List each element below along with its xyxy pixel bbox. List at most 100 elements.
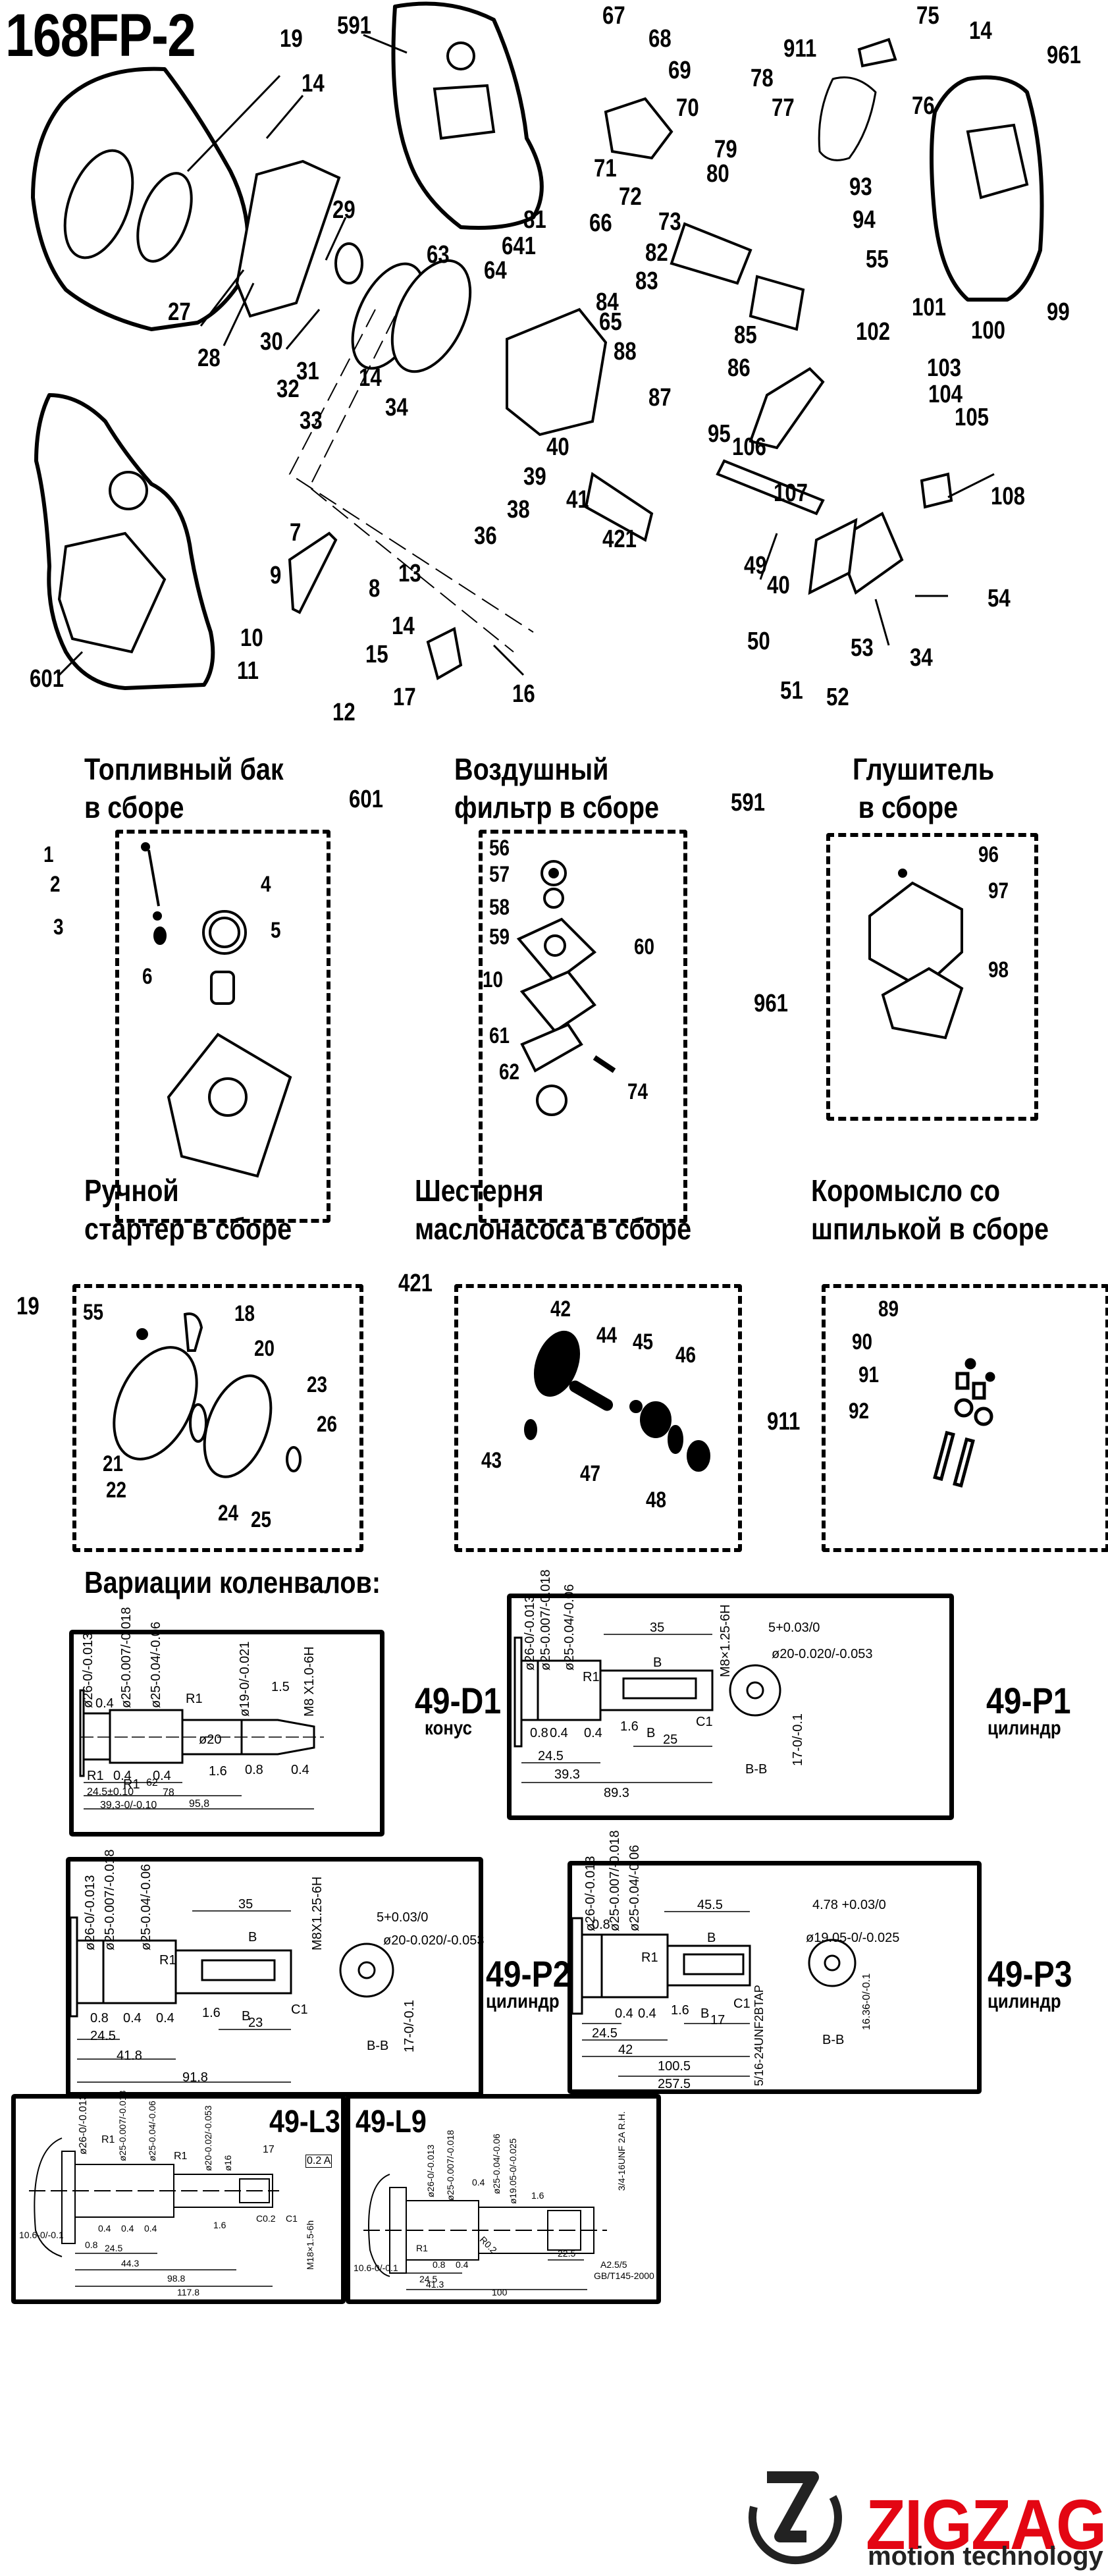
part-90: 90 <box>852 1329 873 1355</box>
dim-49-P2-7: R1 <box>159 1953 176 1968</box>
part-48: 48 <box>646 1488 667 1513</box>
dim-49-P3-1: ø25-0.007/-0.018 <box>608 1830 622 1931</box>
callout-641: 641 <box>502 232 536 260</box>
dim-49-D1-7: M8 X1.0-6H <box>302 1646 317 1717</box>
callout-84: 84 <box>596 288 619 316</box>
gasket-part <box>808 518 858 595</box>
callout-8: 8 <box>369 575 381 603</box>
dim-49-L9-0: 3/4-16UNF 2A R.H. <box>616 2111 627 2191</box>
dim-49-L3-8: 0.2 A <box>305 2155 332 2168</box>
assembly-box-starter: 55 18 20 23 26 21 22 24 25 <box>72 1284 363 1552</box>
dim-49-P3-4: 45.5 <box>697 1898 723 1912</box>
part-61: 61 <box>489 1023 510 1048</box>
callout-71: 71 <box>594 155 617 182</box>
variant-type-49-P1: цилиндр <box>988 1717 1061 1739</box>
dim-49-D1-2: ø25-0.007/-0.018 <box>119 1607 134 1708</box>
part-91: 91 <box>858 1362 880 1387</box>
dim-49-L3-5: ø20-0.02/-0.053 <box>203 2105 213 2171</box>
dim-49-D1-4: R1 <box>186 1692 203 1706</box>
callout-11: 11 <box>237 657 259 685</box>
variant-code-49-P3: 49-P3 <box>988 1953 1072 1995</box>
callout-66: 66 <box>589 209 612 237</box>
dim-49-P3-19: 42 <box>618 2043 633 2057</box>
variant-code-49-D1: 49-D1 <box>415 1680 502 1721</box>
part-22: 22 <box>106 1478 127 1503</box>
flywheel-nut-part <box>334 242 363 284</box>
dim-49-L9-6: 1.6 <box>531 2190 544 2201</box>
callout-13: 13 <box>398 560 421 587</box>
dim-49-P2-19: 41.8 <box>117 2049 142 2063</box>
dim-49-D1-12: 0.4 <box>153 1769 171 1783</box>
dim-49-P3-17: 24.5 <box>592 2026 618 2041</box>
oil-pump-gear-plate-part <box>584 471 654 543</box>
dim-49-L3-14: C0.2 <box>256 2213 276 2224</box>
dim-49-P1-2: ø25-0.04/-0.06 <box>562 1584 577 1671</box>
assembly-title-line2: в сборе <box>858 790 959 824</box>
assembly-title-line2: шпилькой в сборе <box>811 1211 1049 1246</box>
leader-591 <box>363 34 408 54</box>
dim-49-P1-19: 39.3 <box>554 1767 580 1782</box>
dim-49-P2-5: 5+0.03/0 <box>377 1910 429 1925</box>
crankshaft-box-49-D1: ø26-0/-0.013 ø25-0.007/-0.018 ø25-0.04/-… <box>69 1607 384 1837</box>
starter-assembly-art <box>113 1312 302 1478</box>
dim-49-P1-14: B <box>646 1726 656 1740</box>
part-3: 3 <box>53 915 64 940</box>
dim-49-P3-15: 16.36-0/-0.1 <box>861 1973 872 2030</box>
assembly-title-rocker: Коромысло со шпилькой в сборе <box>811 1172 1049 1248</box>
dim-49-D1-1: 0.4 <box>95 1696 114 1711</box>
dim-49-L9-17: 100 <box>492 2287 508 2297</box>
dim-49-P3-9: 0.4 <box>615 2006 633 2021</box>
part-4: 4 <box>261 872 271 897</box>
callout-34: 34 <box>385 394 408 421</box>
dim-49-P1-7: R1 <box>583 1670 600 1684</box>
dim-49-D1-18: 62 <box>146 1777 158 1788</box>
part-97: 97 <box>988 878 1009 903</box>
dim-49-P2-0: ø26-0/-0.013 <box>83 1875 97 1950</box>
callout-103: 103 <box>927 354 961 382</box>
callout-100: 100 <box>971 317 1005 344</box>
callout-81: 81 <box>523 206 546 234</box>
leader-27 <box>199 269 245 327</box>
dim-49-L3-9: 0.4 <box>98 2223 111 2234</box>
assembly-code-601: 601 <box>349 786 383 813</box>
dim-49-P1-4: M8×1.25-6H <box>718 1604 733 1677</box>
air-filter-assembly-art <box>516 860 616 1116</box>
air-filter-box-part <box>433 84 496 140</box>
callout-601: 601 <box>30 665 64 693</box>
assembly-box-fuel-tank: 1 2 3 4 5 6 <box>43 830 330 1223</box>
callout-76: 76 <box>912 92 935 120</box>
leader-14a <box>265 95 304 139</box>
callout-55: 55 <box>866 246 889 273</box>
dim-49-P1-0: ø26-0/-0.013 <box>523 1595 537 1671</box>
dim-49-D1-6: 1.5 <box>271 1680 290 1694</box>
callout-29: 29 <box>332 196 356 224</box>
dim-49-L9-5: ø19.05-0/-0.025 <box>508 2138 518 2204</box>
ignition-ring-part <box>390 259 472 373</box>
callout-591: 591 <box>337 12 371 40</box>
dim-49-P1-11: 0.4 <box>584 1726 602 1740</box>
callout-7: 7 <box>290 519 302 547</box>
dim-49-P3-13: B <box>700 2006 710 2021</box>
variant-type-49-P3: цилиндр <box>988 1991 1061 2012</box>
fuel-tank-box-part <box>57 531 167 654</box>
dim-49-L3-13: 1.6 <box>213 2220 226 2230</box>
dim-49-D1-0: ø26-0/-0.013 <box>81 1632 95 1708</box>
fuel-line-dashed-2 <box>308 315 514 653</box>
dim-49-P2-15: 17-0/-0.1 <box>402 1999 417 2053</box>
dim-49-L9-1: ø26-0/-0.013 <box>425 2144 436 2197</box>
model-title: 168FP-2 <box>5 2 196 69</box>
dim-49-P1-10: 0.4 <box>550 1726 568 1740</box>
dim-49-L9-14: GB/T145-2000 <box>594 2270 654 2281</box>
fuel-tank-group-outline <box>34 393 215 690</box>
dim-49-P1-9: 0.8 <box>530 1726 548 1740</box>
dim-49-D1-14: 0.8 <box>245 1763 263 1777</box>
callout-40b: 40 <box>767 572 790 599</box>
dim-49-L3-1: R1 <box>101 2134 115 2145</box>
callout-54: 54 <box>988 585 1011 612</box>
dim-49-L3-15: C1 <box>286 2213 298 2224</box>
dim-49-P2-6: ø20-0.020/-0.053 <box>383 1933 485 1948</box>
part-58: 58 <box>489 895 510 920</box>
crankshaft-box-49-P1: ø26-0/-0.013 ø25-0.007/-0.018 ø25-0.04/-… <box>507 1570 954 1820</box>
dim-49-P2-11: 0.4 <box>156 2011 174 2026</box>
callout-75: 75 <box>916 2 939 30</box>
